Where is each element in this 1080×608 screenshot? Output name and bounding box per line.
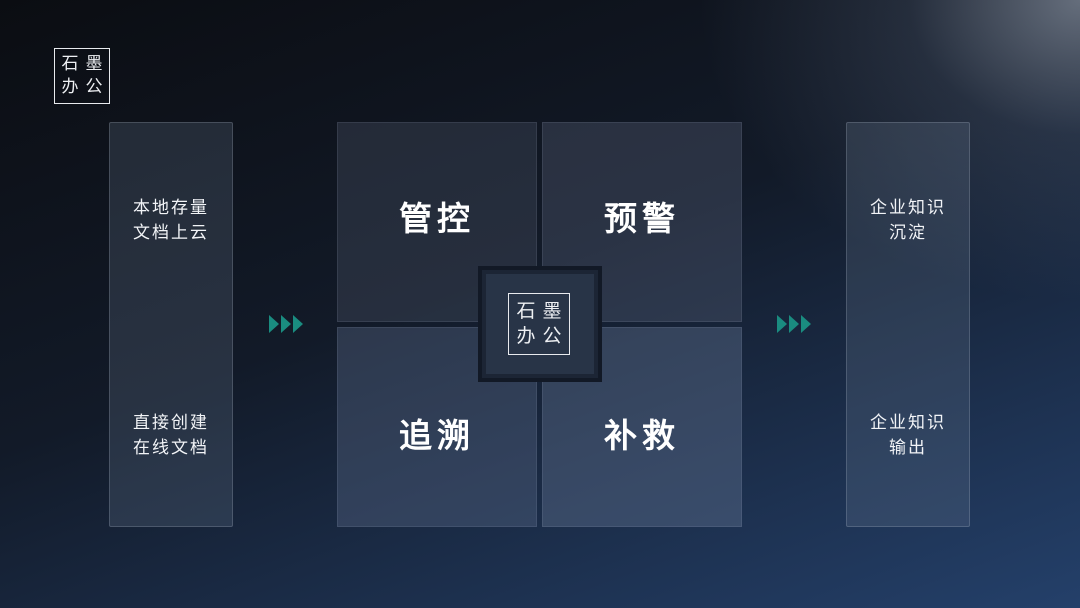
triple-chevron-right-icon [777,314,815,334]
text-line: 文档上云 [133,223,209,243]
triple-chevron-right-icon [269,314,307,334]
right-panel-top-text: 企业知识 沉淀 [847,196,969,246]
center-logo: 石 墨 办 公 [508,293,570,355]
logo-char: 公 [85,77,103,97]
quadrant-label: 补救 [604,416,680,455]
logo-char: 公 [542,325,562,347]
quadrant-top-right: 预警 [542,122,742,322]
right-panel: 企业知识 沉淀 企业知识 输出 [846,122,970,527]
center-hub-inner [486,274,594,374]
quadrant-bottom-right: 补救 [542,327,742,527]
logo-char: 墨 [542,300,562,322]
quadrant-label: 追溯 [399,416,475,455]
text-line: 企业知识 [870,413,946,433]
logo-char: 墨 [85,54,103,74]
text-line: 沉淀 [889,223,927,243]
quadrant-label: 预警 [604,199,680,238]
text-line: 输出 [889,438,927,458]
text-line: 直接创建 [133,413,209,433]
logo-char: 石 [516,300,536,322]
text-line: 企业知识 [870,198,946,218]
quadrant-top-left: 管控 [337,122,537,322]
logo-char: 石 [61,54,79,74]
left-panel: 本地存量 文档上云 直接创建 在线文档 [109,122,233,527]
logo-char: 办 [516,325,536,347]
center-hub [478,266,602,382]
brand-logo: 石 墨 办 公 [54,48,110,104]
logo-char: 办 [61,77,79,97]
left-panel-bottom-text: 直接创建 在线文档 [110,411,232,461]
right-panel-bottom-text: 企业知识 输出 [847,411,969,461]
text-line: 本地存量 [133,198,209,218]
text-line: 在线文档 [133,438,209,458]
left-panel-top-text: 本地存量 文档上云 [110,196,232,246]
quadrant-label: 管控 [399,199,475,238]
